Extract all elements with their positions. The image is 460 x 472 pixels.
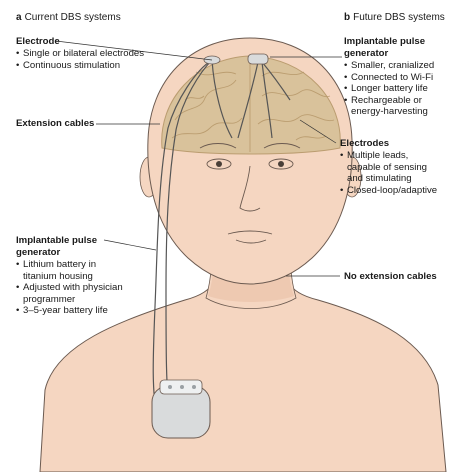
future-leads bbox=[237, 61, 291, 139]
left-pupil bbox=[216, 161, 222, 167]
bullet: 3–5-year battery life bbox=[16, 305, 123, 317]
line: energy-harvesting bbox=[351, 106, 428, 117]
electrodes-future-heading: Electrodes bbox=[340, 138, 390, 149]
right-pupil bbox=[278, 161, 284, 167]
no-extension-label: No extension cables bbox=[344, 271, 437, 282]
line: 3–5-year battery life bbox=[23, 305, 108, 316]
line: and stimulating bbox=[347, 173, 412, 184]
extension-cables-label: Extension cables bbox=[16, 118, 95, 129]
electrode-heading: Electrode bbox=[16, 36, 60, 47]
bullet: Smaller, cranialized bbox=[344, 60, 434, 72]
brain-gyri bbox=[171, 60, 335, 152]
bullet: Longer battery life bbox=[344, 83, 434, 95]
bullet: Continuous stimulation bbox=[16, 60, 144, 72]
line: Rechargeable or bbox=[351, 94, 422, 106]
line: Connected to Wi-Fi bbox=[351, 71, 434, 83]
line: Smaller, cranialized bbox=[351, 60, 435, 71]
face-features bbox=[199, 143, 301, 244]
panel-b-title-text: Future DBS systems bbox=[353, 12, 445, 23]
line: Lithium battery in bbox=[23, 259, 97, 270]
electrode-bullets: Single or bilateral electrodes Continuou… bbox=[16, 48, 144, 71]
line: Longer battery life bbox=[351, 83, 428, 94]
chest-ipg bbox=[151, 379, 211, 439]
cranial-ipg bbox=[247, 53, 269, 65]
ipg-future-heading-2: generator bbox=[344, 48, 389, 59]
ipg-current-heading-1: Implantable pulse bbox=[16, 235, 98, 246]
bullet: Closed-loop/adaptive bbox=[340, 185, 437, 197]
bullet: Connected to Wi-Fi bbox=[344, 72, 434, 84]
line: programmer bbox=[23, 293, 76, 305]
bullet: Single or bilateral electrodes bbox=[16, 48, 144, 60]
panel-a-letter: a bbox=[16, 12, 22, 23]
panel-a-title-text: Current DBS systems bbox=[24, 12, 121, 23]
line: titanium housing bbox=[23, 270, 93, 282]
ipg-future-bullets: Smaller, cranialized Connected to Wi-Fi … bbox=[344, 60, 434, 118]
ipg-current-heading-2: generator bbox=[16, 247, 61, 258]
line: Multiple leads, bbox=[347, 150, 409, 161]
line: Adjusted with physician bbox=[23, 282, 123, 293]
line: Closed-loop/adaptive bbox=[347, 184, 438, 196]
line: capable of sensing bbox=[347, 161, 428, 173]
panel-b-letter: b bbox=[344, 12, 351, 23]
ipg-future-heading-1: Implantable pulse bbox=[344, 36, 426, 47]
